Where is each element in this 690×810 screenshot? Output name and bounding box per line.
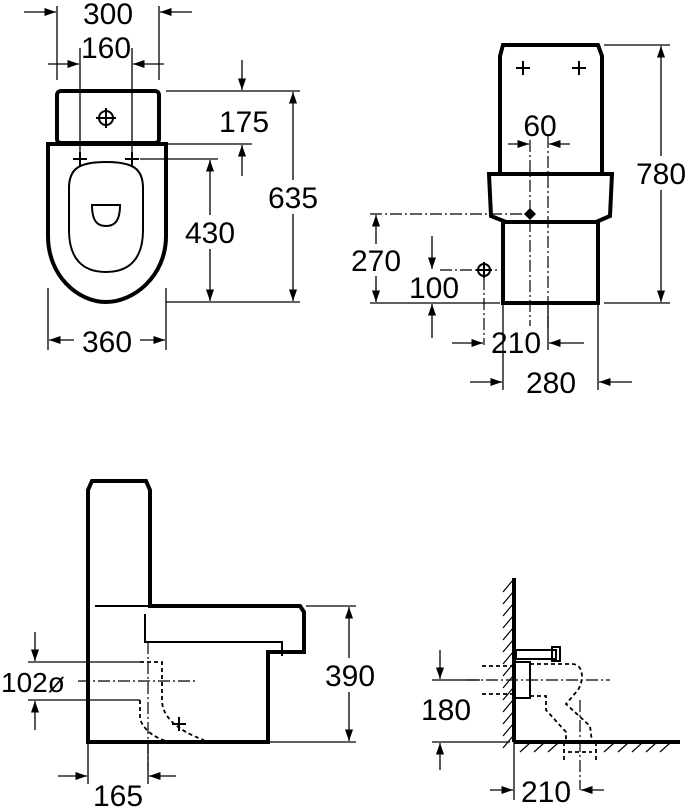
dim-210-side: 210	[491, 327, 541, 360]
dim-60: 60	[523, 110, 556, 143]
rim-band-outline	[486, 172, 615, 224]
floor-detail: 180 210	[414, 578, 680, 809]
trap-hidden-line-inner	[139, 700, 171, 743]
pedestal-outline	[501, 220, 600, 305]
dim-102-diameter: 102ø	[1, 667, 65, 698]
top-view: 300 160 175 430 635 360	[24, 0, 324, 359]
flush-button-marker	[96, 108, 116, 128]
floor-flange	[563, 742, 597, 760]
dim-635: 635	[268, 182, 318, 215]
trap-pipe-hidden	[530, 663, 593, 743]
supply-valve	[515, 649, 557, 660]
seat-opening	[90, 204, 122, 228]
dim-210-floor: 210	[521, 776, 571, 809]
dim-360: 360	[82, 326, 132, 359]
dim-430: 430	[185, 217, 235, 250]
dim-780: 780	[636, 158, 686, 191]
dim-280: 280	[526, 367, 576, 400]
dim-175: 175	[219, 106, 269, 139]
dim-270: 270	[351, 245, 401, 278]
seat-outline	[68, 160, 144, 274]
front-view: 390 102ø 165	[0, 479, 375, 810]
dim-180: 180	[421, 694, 471, 727]
floor-hatching	[519, 742, 671, 753]
bowl-outline	[46, 142, 168, 305]
bowl-inner-line	[144, 614, 283, 656]
water-inlet-symbol	[476, 262, 492, 278]
wall-hatching	[502, 579, 514, 749]
tank-fixing-left	[516, 61, 530, 75]
side-view: 60 780 270 100 210 280	[344, 43, 690, 400]
dim-160: 160	[81, 32, 131, 65]
dim-300: 300	[83, 0, 133, 31]
trap-hidden-line	[140, 661, 205, 741]
dim-390: 390	[325, 660, 375, 693]
outlet-fixing-marker	[172, 717, 186, 731]
wc-silhouette-outline	[86, 479, 306, 744]
tank-fixing-right	[572, 61, 586, 75]
dim-165: 165	[93, 780, 143, 810]
dim-100: 100	[409, 272, 459, 305]
outlet-marker	[524, 208, 536, 220]
fixing-marker-left	[73, 152, 87, 166]
fixing-marker-right	[125, 152, 139, 166]
